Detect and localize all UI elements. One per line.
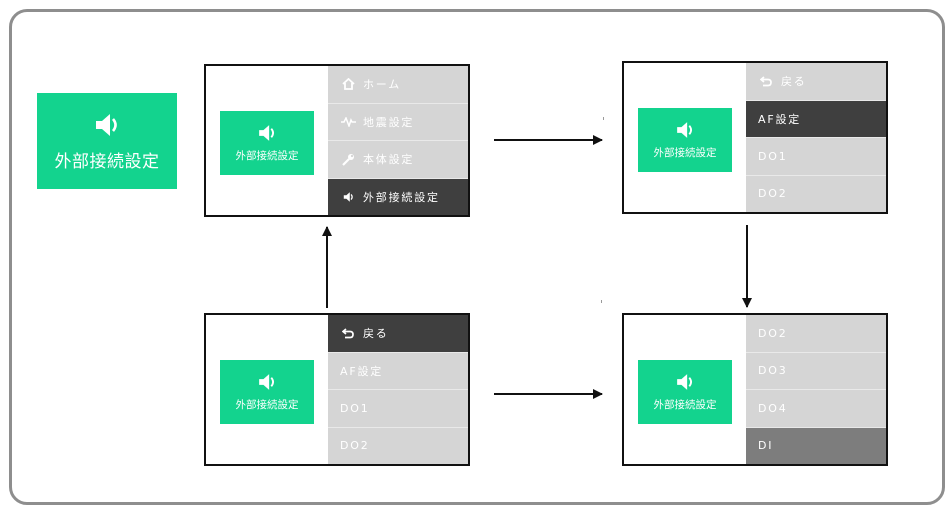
speaker-icon	[259, 125, 274, 141]
screen-di-selected: 外部接続設定 DO2 DO3 DO4 DI	[622, 313, 888, 466]
menu-item-back[interactable]: 戻る	[328, 315, 468, 353]
tile-label: 外部接続設定	[54, 151, 160, 172]
menu-item-do2[interactable]: DO2	[746, 176, 886, 213]
speaker-icon	[96, 113, 117, 136]
menu-item-label: 戻る	[781, 75, 807, 89]
screen-af-selected: 外部接続設定 戻る AF設定 DO1 DO2	[622, 61, 888, 214]
side-menu: ホーム 地震設定 本体設定 外部接続設定	[328, 66, 468, 215]
wrench-icon	[340, 153, 356, 166]
external-connection-tile[interactable]: 外部接続設定	[220, 360, 314, 424]
tile-label: 外部接続設定	[235, 399, 299, 411]
menu-item-do1[interactable]: DO1	[746, 138, 886, 176]
wave-icon	[340, 116, 356, 127]
side-menu: 戻る AF設定 DO1 DO2	[746, 63, 886, 212]
menu-item-label: DO2	[758, 187, 788, 201]
menu-item-label: DO1	[340, 401, 370, 415]
tile-label: 外部接続設定	[653, 399, 717, 411]
menu-item-label: DO1	[758, 149, 788, 163]
tile-label: 外部接続設定	[235, 150, 299, 162]
external-connection-tile[interactable]: 外部接続設定	[220, 111, 314, 175]
speaker-icon	[259, 374, 274, 390]
menu-item-home[interactable]: ホーム	[328, 66, 468, 104]
screen-main-menu: 外部接続設定 ホーム 地震設定 本体設定 外部接続設定	[204, 64, 470, 217]
menu-item-label: 本体設定	[363, 153, 415, 167]
menu-item-af-settings[interactable]: AF設定	[746, 100, 886, 138]
screen-back-selected: 外部接続設定 戻る AF設定 DO1 DO2	[204, 313, 470, 466]
menu-item-seismic-settings[interactable]: 地震設定	[328, 104, 468, 141]
menu-item-external-connection[interactable]: 外部接続設定	[328, 178, 468, 215]
speaker-icon	[677, 122, 692, 138]
menu-item-label: AF設定	[758, 112, 802, 126]
external-connection-tile[interactable]: 外部接続設定	[638, 360, 732, 424]
tile-label: 外部接続設定	[653, 147, 717, 159]
return-icon	[758, 76, 774, 87]
menu-item-label: DO4	[758, 401, 788, 415]
menu-item-do1[interactable]: DO1	[328, 390, 468, 428]
menu-item-label: DO2	[340, 439, 370, 453]
menu-item-label: DO3	[758, 364, 788, 378]
divider-tick	[601, 300, 602, 303]
menu-item-af-settings[interactable]: AF設定	[328, 353, 468, 390]
menu-item-di[interactable]: DI	[746, 427, 886, 464]
menu-item-label: 外部接続設定	[363, 190, 440, 204]
menu-item-label: 地震設定	[363, 115, 415, 129]
return-icon	[340, 328, 356, 339]
home-icon	[340, 78, 356, 91]
menu-item-label: DI	[758, 439, 774, 453]
menu-item-unit-settings[interactable]: 本体設定	[328, 141, 468, 179]
menu-item-do2[interactable]: DO2	[328, 428, 468, 465]
menu-item-do3[interactable]: DO3	[746, 353, 886, 390]
external-connection-tile[interactable]: 外部接続設定	[638, 108, 732, 172]
external-connection-tile[interactable]: 外部接続設定	[37, 93, 177, 189]
menu-item-do2[interactable]: DO2	[746, 315, 886, 353]
side-menu: 戻る AF設定 DO1 DO2	[328, 315, 468, 464]
speaker-icon	[340, 191, 356, 203]
divider-tick	[603, 117, 604, 120]
menu-item-do4[interactable]: DO4	[746, 390, 886, 428]
menu-item-label: ホーム	[363, 78, 402, 92]
speaker-icon	[677, 374, 692, 390]
menu-item-label: DO2	[758, 326, 788, 340]
menu-item-back[interactable]: 戻る	[746, 63, 886, 101]
menu-item-label: 戻る	[363, 327, 389, 341]
side-menu: DO2 DO3 DO4 DI	[746, 315, 886, 464]
menu-item-label: AF設定	[340, 364, 384, 378]
